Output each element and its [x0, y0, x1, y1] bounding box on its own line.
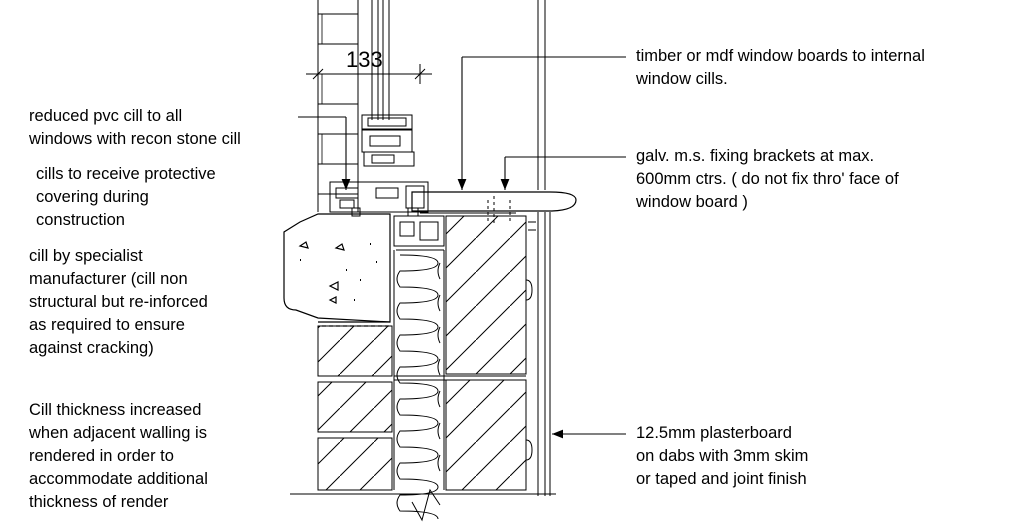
inner-block-leaf	[445, 215, 527, 491]
dimension-label: 133	[346, 47, 383, 72]
window-board	[411, 191, 577, 212]
plasterboard	[525, 0, 551, 496]
note-plasterboard: 12.5mm plasterboard on dabs with 3mm ski…	[636, 424, 809, 488]
note-specialist-cill: cill by specialist manufacturer (cill no…	[29, 247, 208, 357]
note-window-boards: timber or mdf window boards to internal …	[636, 47, 925, 88]
note-protective-covering: cills to receive protective covering dur…	[36, 165, 216, 229]
note-pvc-cill: reduced pvc cill to all windows with rec…	[29, 107, 241, 148]
section-break	[290, 488, 556, 522]
leader-lines	[298, 56, 626, 439]
cavity-closer	[393, 215, 445, 251]
note-cill-thickness: Cill thickness increased when adjacent w…	[29, 401, 208, 511]
dimension-line	[306, 64, 432, 84]
window-frame	[329, 0, 429, 217]
note-fixing-brackets: galv. m.s. fixing brackets at max. 600mm…	[636, 147, 899, 211]
cavity-insulation	[393, 250, 445, 520]
outer-brick-leaf-upper	[317, 0, 359, 212]
outer-brick-leaf-lower	[317, 325, 393, 491]
precast-cill	[283, 213, 392, 327]
